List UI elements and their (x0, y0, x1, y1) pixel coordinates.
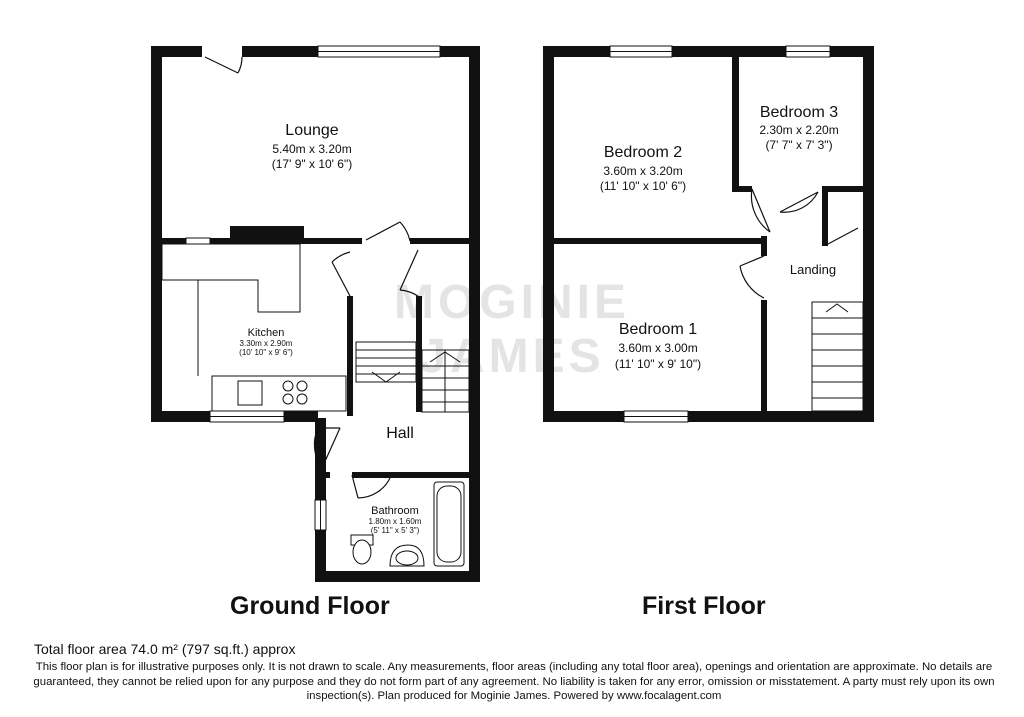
first-floor-plan: Bedroom 2 3.60m x 3.20m (11' 10" x 10' 6… (543, 45, 874, 423)
room-label-bathroom: Bathroom 1.80m x 1.60m (5' 11" x 5' 3") (369, 505, 422, 535)
bathroom-fixtures (350, 481, 465, 567)
svg-text:Bedroom 3: Bedroom 3 (760, 104, 838, 121)
svg-text:Bedroom 2: Bedroom 2 (604, 144, 682, 161)
first-stairs (811, 301, 864, 412)
svg-text:(5' 11" x 5' 3"): (5' 11" x 5' 3") (371, 526, 420, 535)
room-label-lounge: Lounge 5.40m x 3.20m (17' 9" x 10' 6") (272, 122, 352, 171)
room-label-landing: Landing (790, 262, 836, 277)
room-label-hall: Hall (386, 425, 414, 442)
svg-text:2.30m x 2.20m: 2.30m x 2.20m (759, 123, 838, 137)
ground-stairs (355, 341, 470, 413)
room-label-kitchen: Kitchen 3.30m x 2.90m (10' 10" x 9' 6") (239, 327, 293, 357)
svg-text:3.30m x 2.90m: 3.30m x 2.90m (240, 339, 293, 348)
ground-floor-plan: Lounge 5.40m x 3.20m (17' 9" x 10' 6") K… (151, 45, 480, 582)
svg-text:3.60m x 3.00m: 3.60m x 3.00m (618, 341, 697, 355)
svg-text:(17' 9" x 10' 6"): (17' 9" x 10' 6") (272, 157, 352, 171)
first-doors (739, 188, 859, 299)
svg-text:(10' 10" x 9' 6"): (10' 10" x 9' 6") (239, 348, 293, 357)
svg-text:Kitchen: Kitchen (248, 327, 285, 339)
total-floor-area: Total floor area 74.0 m² (797 sq.ft.) ap… (34, 641, 296, 657)
room-label-bedroom3: Bedroom 3 2.30m x 2.20m (7' 7" x 7' 3") (759, 104, 838, 152)
watermark-logo: MOGINIE JAMES (394, 276, 630, 383)
svg-text:Bathroom: Bathroom (371, 505, 419, 517)
svg-text:1.80m x 1.60m: 1.80m x 1.60m (369, 517, 422, 526)
ground-doors (202, 46, 419, 499)
svg-text:MOGINIE: MOGINIE (394, 276, 630, 329)
first-floor-title: First Floor (642, 592, 766, 620)
ground-windows (185, 45, 441, 531)
svg-text:Landing: Landing (790, 262, 836, 277)
svg-text:(7' 7" x 7' 3"): (7' 7" x 7' 3") (765, 138, 832, 152)
svg-text:(11' 10" x 10' 6"): (11' 10" x 10' 6") (600, 179, 686, 193)
room-label-bedroom1: Bedroom 1 3.60m x 3.00m (11' 10" x 9' 10… (615, 321, 701, 371)
svg-text:JAMES: JAMES (419, 330, 604, 383)
disclaimer-text: This floor plan is for illustrative purp… (33, 661, 995, 702)
svg-text:Hall: Hall (386, 425, 414, 442)
ground-floor-title: Ground Floor (230, 592, 390, 620)
svg-text:Lounge: Lounge (285, 122, 338, 139)
room-label-bedroom2: Bedroom 2 3.60m x 3.20m (11' 10" x 10' 6… (600, 144, 686, 193)
svg-text:3.60m x 3.20m: 3.60m x 3.20m (603, 164, 682, 178)
svg-text:Bedroom 1: Bedroom 1 (619, 321, 697, 338)
kitchen-units (161, 243, 347, 412)
first-windows (609, 45, 831, 423)
svg-text:(11' 10" x 9' 10"): (11' 10" x 9' 10") (615, 357, 701, 371)
svg-text:5.40m x 3.20m: 5.40m x 3.20m (272, 142, 351, 156)
first-floor-walls (543, 46, 874, 422)
